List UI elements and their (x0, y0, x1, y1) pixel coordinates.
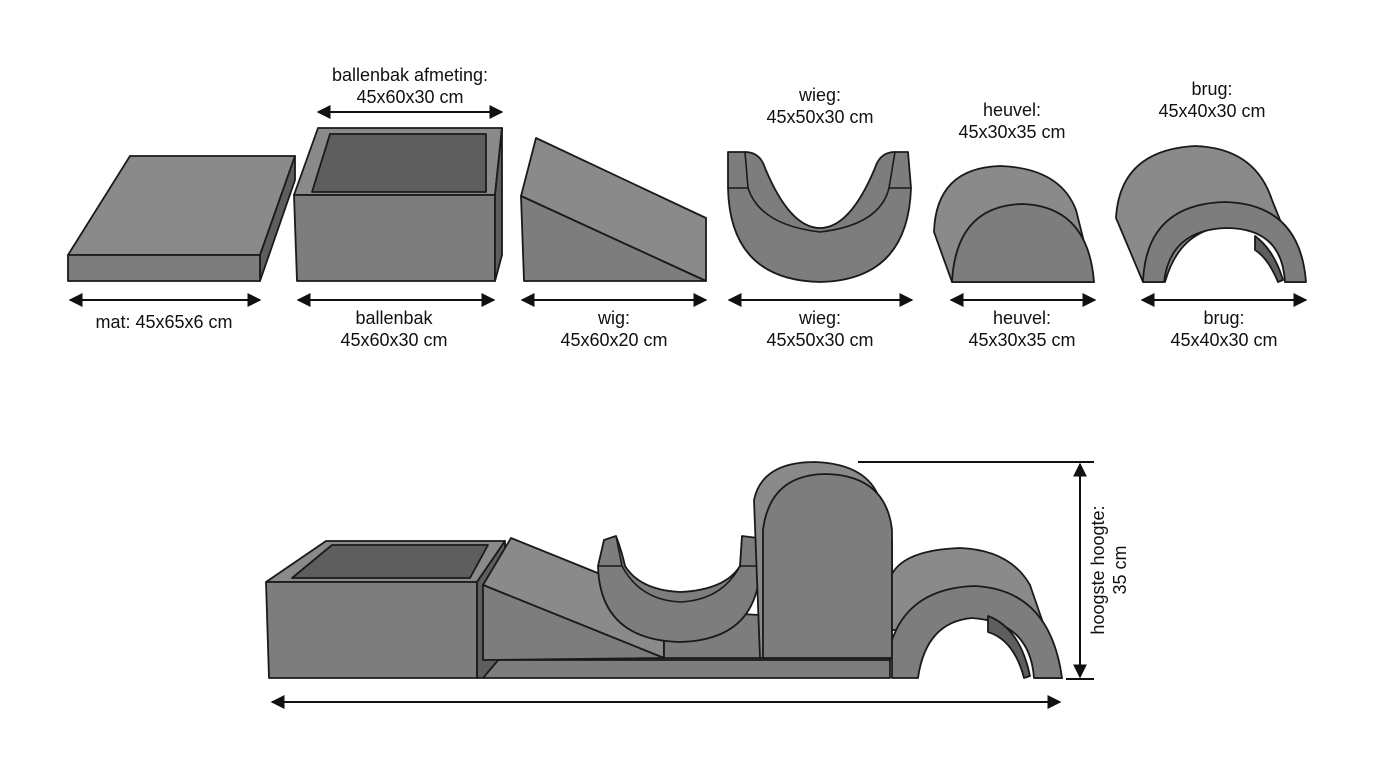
ballenbak-top-label-2: 45x60x30 cm (356, 87, 463, 107)
mat-piece (67, 155, 296, 282)
heuvel-top-label-2: 45x30x35 cm (958, 122, 1065, 142)
brug-piece (1115, 145, 1307, 283)
wieg-bottom-label-2: 45x50x30 cm (766, 330, 873, 350)
wieg-piece (727, 151, 912, 283)
heuvel-bottom-label-2: 45x30x35 cm (968, 330, 1075, 350)
assembly-wig (482, 537, 665, 661)
assembly-heuvel (753, 461, 893, 659)
heuvel-bottom-label-1: heuvel: (993, 308, 1051, 328)
height-label-1: hoogste hoogte: (1088, 505, 1108, 634)
heuvel-piece (933, 165, 1095, 283)
assembly-ballenbak (265, 540, 506, 679)
ballenbak-bottom-label-1: ballenbak (355, 308, 433, 328)
height-label-2: 35 cm (1110, 545, 1130, 594)
assembly-brug (891, 547, 1063, 679)
ballenbak-piece (293, 127, 503, 282)
ballenbak-bottom-label-2: 45x60x30 cm (340, 330, 447, 350)
wig-piece (520, 137, 707, 282)
heuvel-top-label-1: heuvel: (983, 100, 1041, 120)
brug-top-label-1: brug: (1191, 79, 1232, 99)
mat-label: mat: 45x65x6 cm (95, 312, 232, 332)
wig-label-2: 45x60x20 cm (560, 330, 667, 350)
wieg-top-label-1: wieg: (798, 85, 841, 105)
brug-bottom-label-1: brug: (1203, 308, 1244, 328)
brug-bottom-label-2: 45x40x30 cm (1170, 330, 1277, 350)
wig-label-1: wig: (597, 308, 630, 328)
ballenbak-top-label-1: ballenbak afmeting: (332, 65, 488, 85)
brug-top-label-2: 45x40x30 cm (1158, 101, 1265, 121)
wieg-top-label-2: 45x50x30 cm (766, 107, 873, 127)
wieg-bottom-label-1: wieg: (798, 308, 841, 328)
